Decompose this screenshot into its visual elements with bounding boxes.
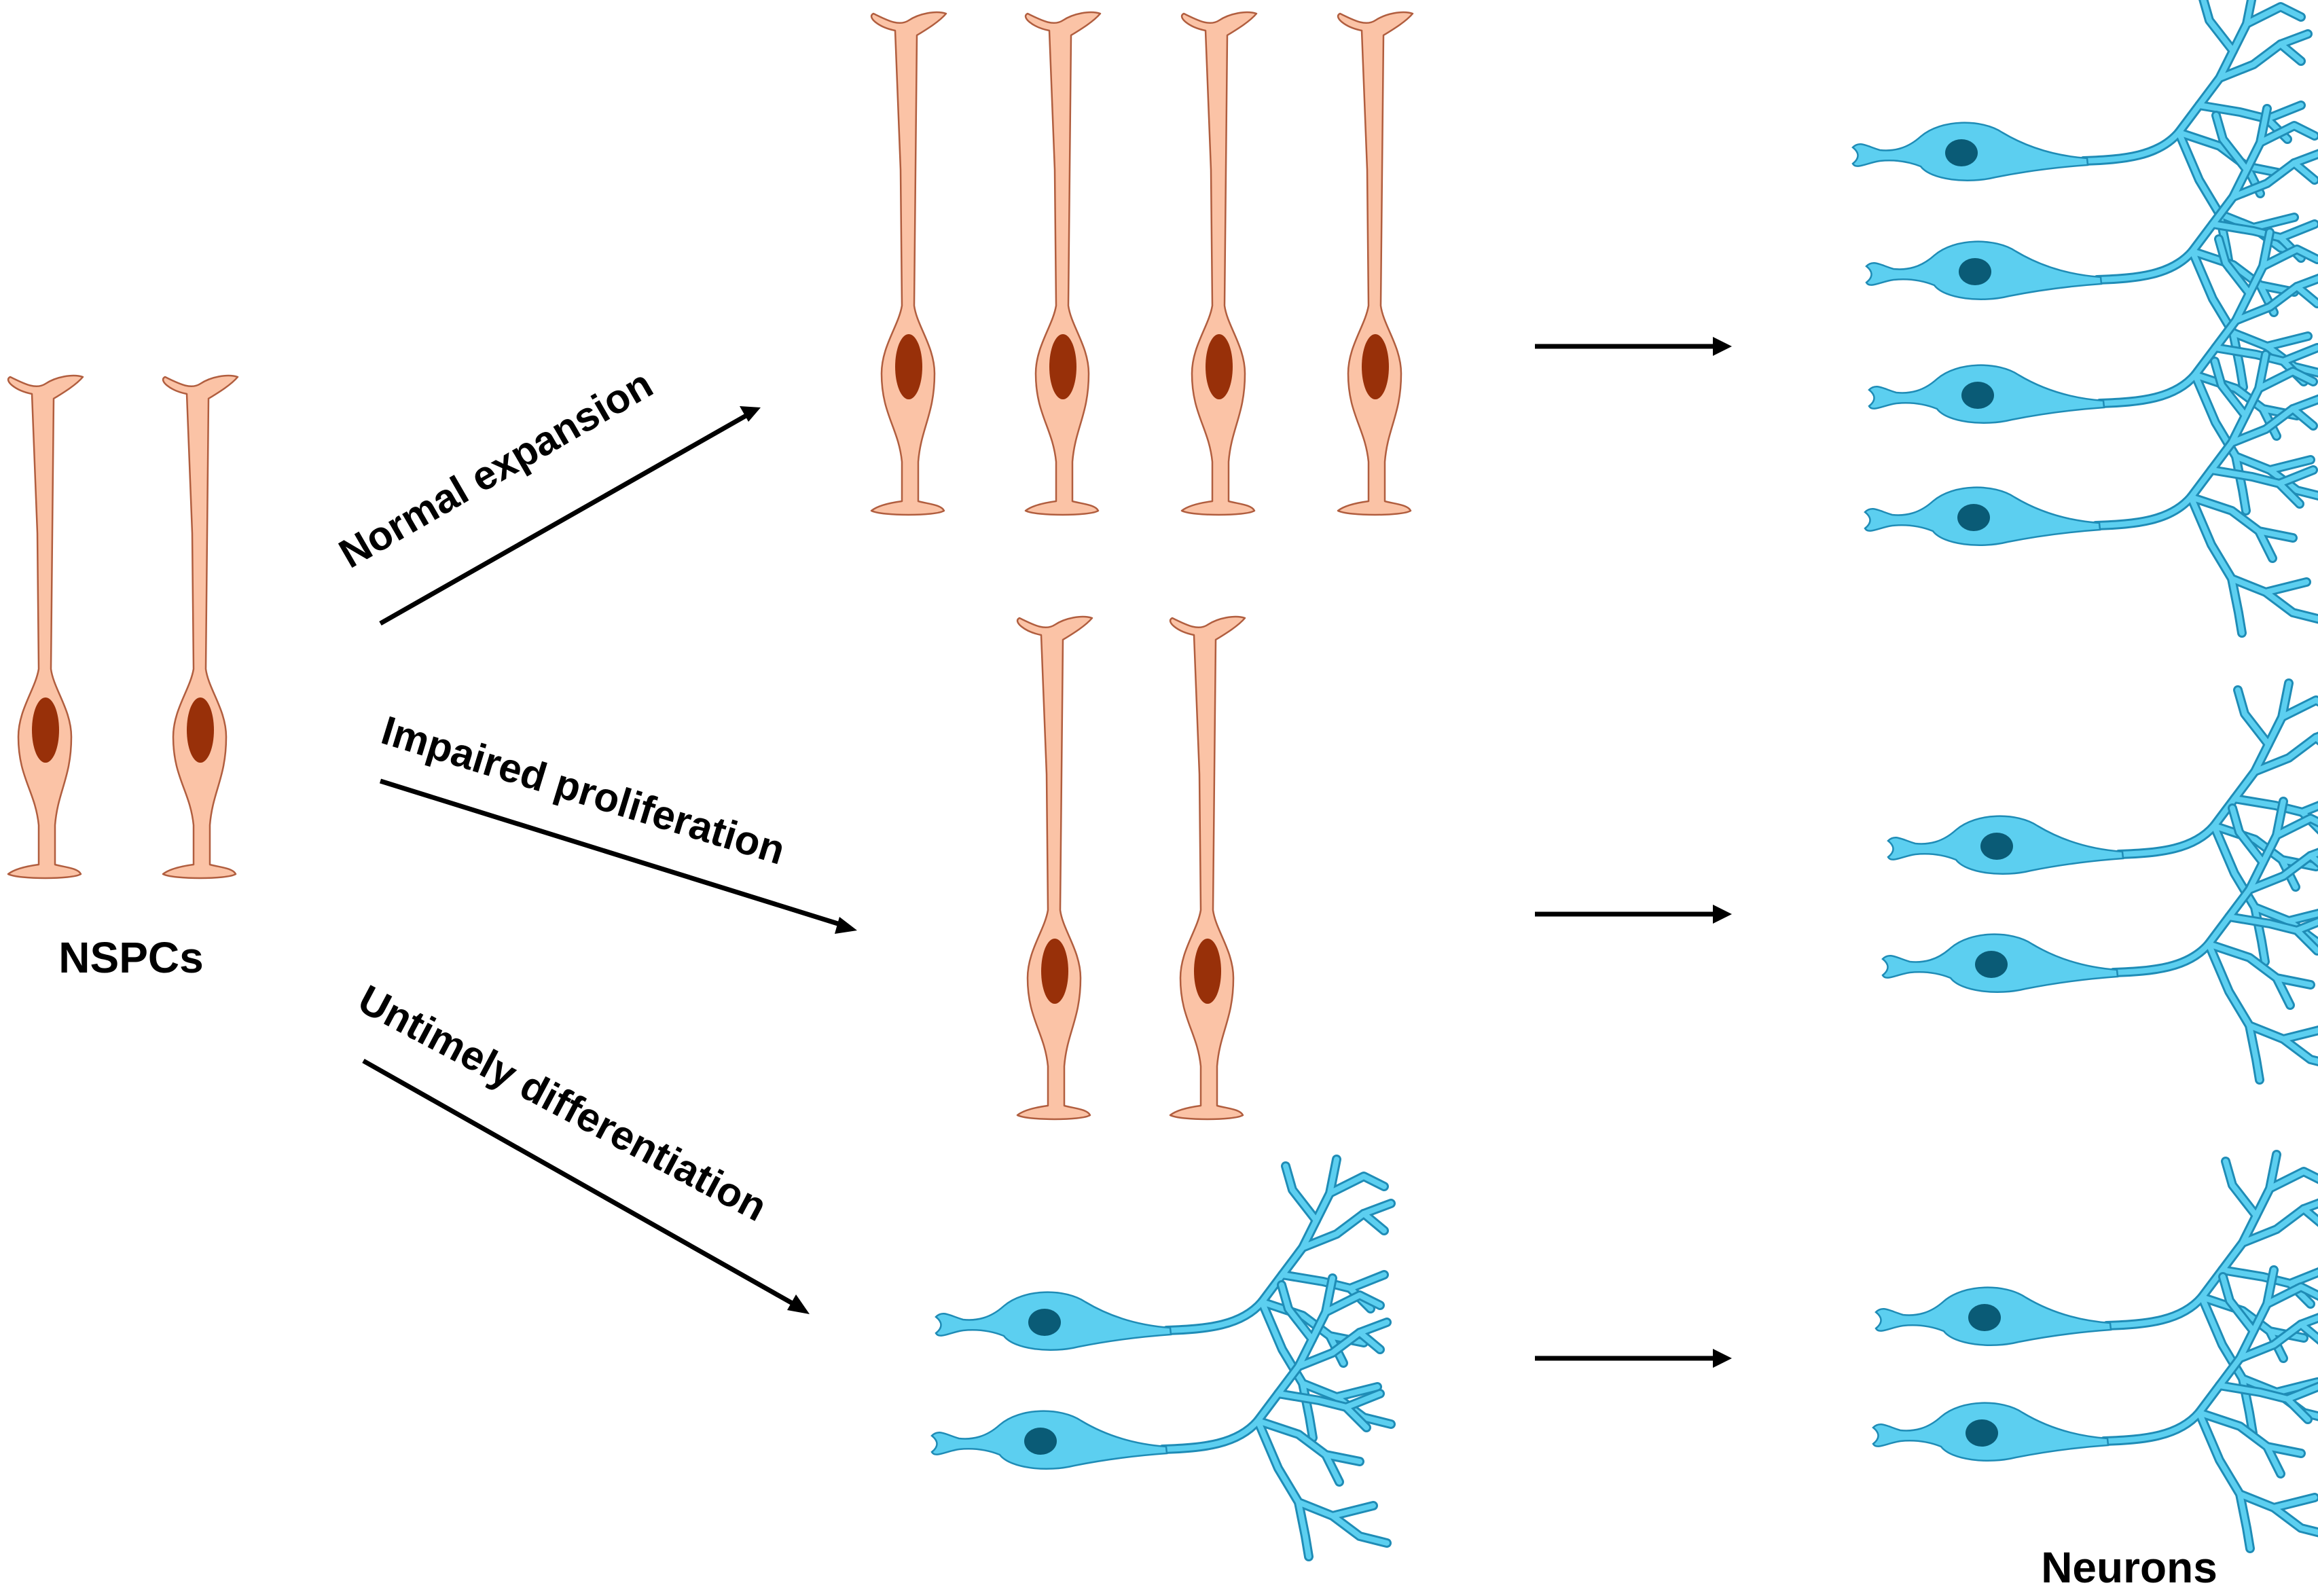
outcome-arrow-normal: [1535, 337, 1732, 356]
nspc-cell: [7, 374, 84, 879]
neurons-label: Neurons: [2041, 1543, 2217, 1592]
premature-neuron-group: [932, 1159, 1391, 1557]
nspc-cell: [870, 11, 947, 516]
nspc-cell: [1016, 615, 1093, 1121]
nspc-cell: [1337, 11, 1414, 516]
pathway-label-untimely: Untimely differentiation: [351, 976, 774, 1230]
neuron-outcome-impaired: [1883, 683, 2318, 1080]
outcome-arrow-impaired: [1535, 905, 1732, 924]
pathway-arrow-untimely: [362, 1058, 810, 1314]
reduced-nspc-group: [1016, 615, 1246, 1121]
neuron-cell: [936, 1159, 1391, 1438]
pathway-label-impaired: Impaired proliferation: [376, 707, 790, 873]
expanded-nspc-group: [870, 11, 1414, 516]
pathway-label-normal: Normal expansion: [331, 361, 660, 577]
nspc-cell: [162, 374, 239, 879]
nspc-label: NSPCs: [58, 933, 203, 982]
neuron-outcome-untimely: [1873, 1155, 2318, 1548]
neuron-outcome-normal: [1853, 0, 2318, 633]
nspc-group: [7, 374, 239, 879]
nspc-cell: [1169, 615, 1246, 1121]
outcome-arrow-untimely: [1535, 1349, 1732, 1368]
nspc-cell: [1024, 11, 1102, 516]
pathway-arrow-normal: [379, 406, 761, 626]
nspc-cell: [1180, 11, 1258, 516]
pathway-arrow-impaired: [379, 778, 857, 934]
